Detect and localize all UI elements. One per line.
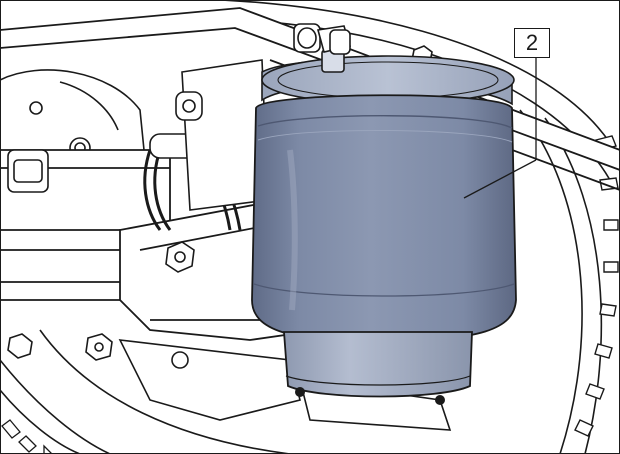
mounting-bracket [175,59,269,211]
air-fitting [293,23,352,73]
air-spring-bellows [251,94,517,343]
callout-label: 2 [514,28,550,58]
lower-link [118,339,452,431]
air-spring-piston [283,331,473,405]
tyre-tread [574,135,619,437]
